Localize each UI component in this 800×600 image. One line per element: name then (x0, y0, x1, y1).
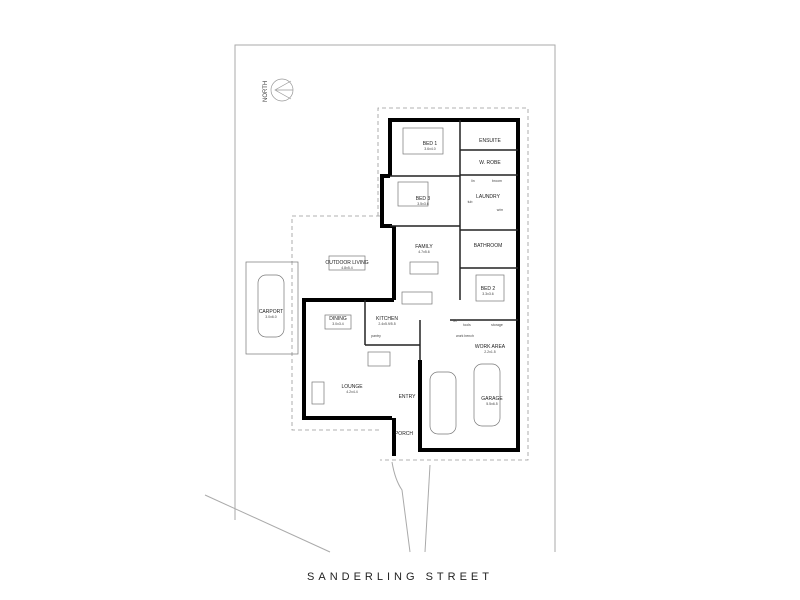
outdoor-roof-line (291, 215, 380, 431)
wall-garage (418, 360, 520, 452)
fixture-label-storage: storage (491, 323, 503, 327)
bed1-bed (402, 127, 444, 155)
fixture-label-pantry: pantry (371, 334, 381, 338)
room-dims-outdoor: 4.8x5.4 (341, 266, 353, 270)
room-label-laundry: LAUNDRY (476, 194, 500, 200)
sofa (409, 261, 439, 275)
room-label-bathroom: BATHROOM (474, 243, 503, 249)
wall-bed3 (380, 174, 392, 228)
lot-boundary (234, 44, 556, 552)
wall-dining-lounge (302, 298, 394, 420)
wall-porch (392, 418, 396, 456)
path-curve (391, 461, 411, 553)
room-label-wrobe: W. ROBE (479, 160, 501, 166)
room-label-dining: DINING (329, 316, 347, 322)
bed2-bed (475, 274, 505, 302)
fixture-label-broom: broom (492, 179, 502, 183)
room-label-family: FAMILY (415, 244, 433, 250)
room-label-porch: PORCH (395, 431, 413, 437)
fixture-label-tools: tools (463, 323, 471, 327)
room-label-bed2: BED 2 (481, 286, 496, 292)
fixture-label-linen: lin (471, 179, 475, 183)
lounge-chair (311, 381, 325, 405)
kitchen-island (401, 291, 433, 305)
room-label-lounge: LOUNGE (341, 384, 363, 390)
room-dims-family: 4.7x5.6 (418, 250, 430, 254)
carport-outline (245, 261, 299, 355)
room-dims-bed1: 3.6x4.0 (424, 147, 436, 151)
fixture-label-tub: tub (468, 200, 473, 204)
room-label-entry: ENTRY (399, 394, 417, 400)
room-dims-bed2: 3.3x3.6 (482, 292, 494, 296)
room-label-outdoor: OUTDOOR LIVING (325, 260, 368, 266)
bed3-bed (397, 181, 429, 207)
lot-boundary-diagonal (204, 494, 331, 553)
north-label: NORTH (263, 81, 269, 102)
dining-table (324, 314, 352, 330)
car-icon (429, 371, 457, 435)
car-icon (473, 363, 501, 427)
room-dims-garage: 5.5x6.5 (486, 402, 498, 406)
lounge-sofa (367, 351, 391, 367)
room-label-carport: CARPORT (259, 309, 283, 315)
room-label-bed1: BED 1 (423, 141, 438, 147)
fixture-label-fridge: ref (453, 319, 457, 323)
fixture-label-bench: work bench (456, 334, 474, 338)
room-label-kitchen: KITCHEN (376, 316, 398, 322)
room-label-garage: GARAGE (481, 396, 503, 402)
wall-bedroom-wing (388, 118, 520, 360)
fixture-label-wm: w/m (497, 208, 504, 212)
driveway-edge (424, 464, 431, 553)
car-icon (257, 274, 285, 338)
street-name: SANDERLING STREET (307, 571, 493, 583)
room-label-bed3: BED 3 (416, 196, 431, 202)
room-dims-dining: 3.0x3.4 (332, 322, 344, 326)
north-arrow-icon (270, 78, 294, 102)
room-dims-bed3: 3.5x3.6 (417, 202, 429, 206)
room-dims-lounge: 4.2x4.4 (346, 390, 358, 394)
room-dims-kitchen: 2.4x5.9/5.5 (378, 322, 395, 326)
eave-line (377, 107, 529, 461)
room-dims-workarea: 2.2x1.5 (484, 350, 496, 354)
outdoor-table (328, 255, 366, 271)
room-dims-carport: 3.0x6.0 (265, 315, 277, 319)
room-label-ensuite: ENSUITE (479, 138, 501, 144)
room-label-workarea: WORK AREA (475, 344, 506, 350)
